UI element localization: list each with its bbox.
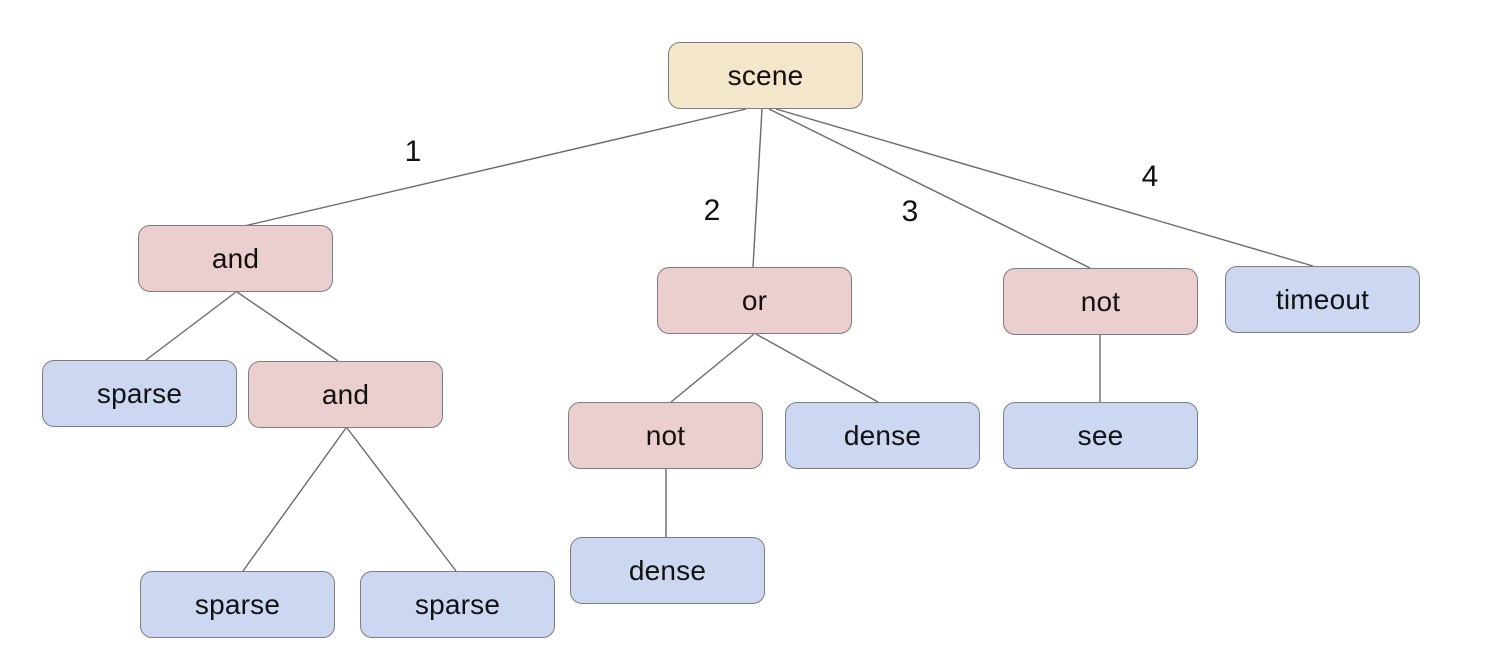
node-and-1: and [138, 225, 333, 292]
node-see: see [1003, 402, 1198, 469]
edge-and2-sparse-left [242, 427, 347, 572]
node-sparse-left: sparse [42, 360, 237, 427]
node-not-mid: not [568, 402, 763, 469]
edge-label-2: 2 [703, 194, 721, 227]
edge-or-dense [755, 333, 879, 403]
edge-scene-timeout [775, 108, 1314, 267]
node-timeout: timeout [1225, 266, 1420, 333]
edge-scene-not [768, 108, 1091, 269]
node-or: or [657, 267, 852, 334]
node-scene: scene [668, 42, 863, 109]
node-dense-bottom: dense [570, 537, 765, 604]
node-not-right: not [1003, 268, 1198, 335]
edge-and1-and2 [236, 291, 339, 362]
node-and-2: and [248, 361, 443, 428]
edge-label-3: 3 [901, 195, 919, 228]
node-sparse-bottom-1: sparse [140, 571, 335, 638]
edge-or-not [670, 333, 755, 403]
edge-label-4: 4 [1141, 160, 1159, 193]
edge-and1-sparse [145, 291, 237, 361]
edge-label-1: 1 [404, 135, 422, 168]
edge-scene-or [752, 108, 763, 268]
node-sparse-bottom-2: sparse [360, 571, 555, 638]
edge-and2-sparse-right [346, 427, 457, 572]
node-dense-mid: dense [785, 402, 980, 469]
edge-scene-and1 [243, 108, 747, 227]
